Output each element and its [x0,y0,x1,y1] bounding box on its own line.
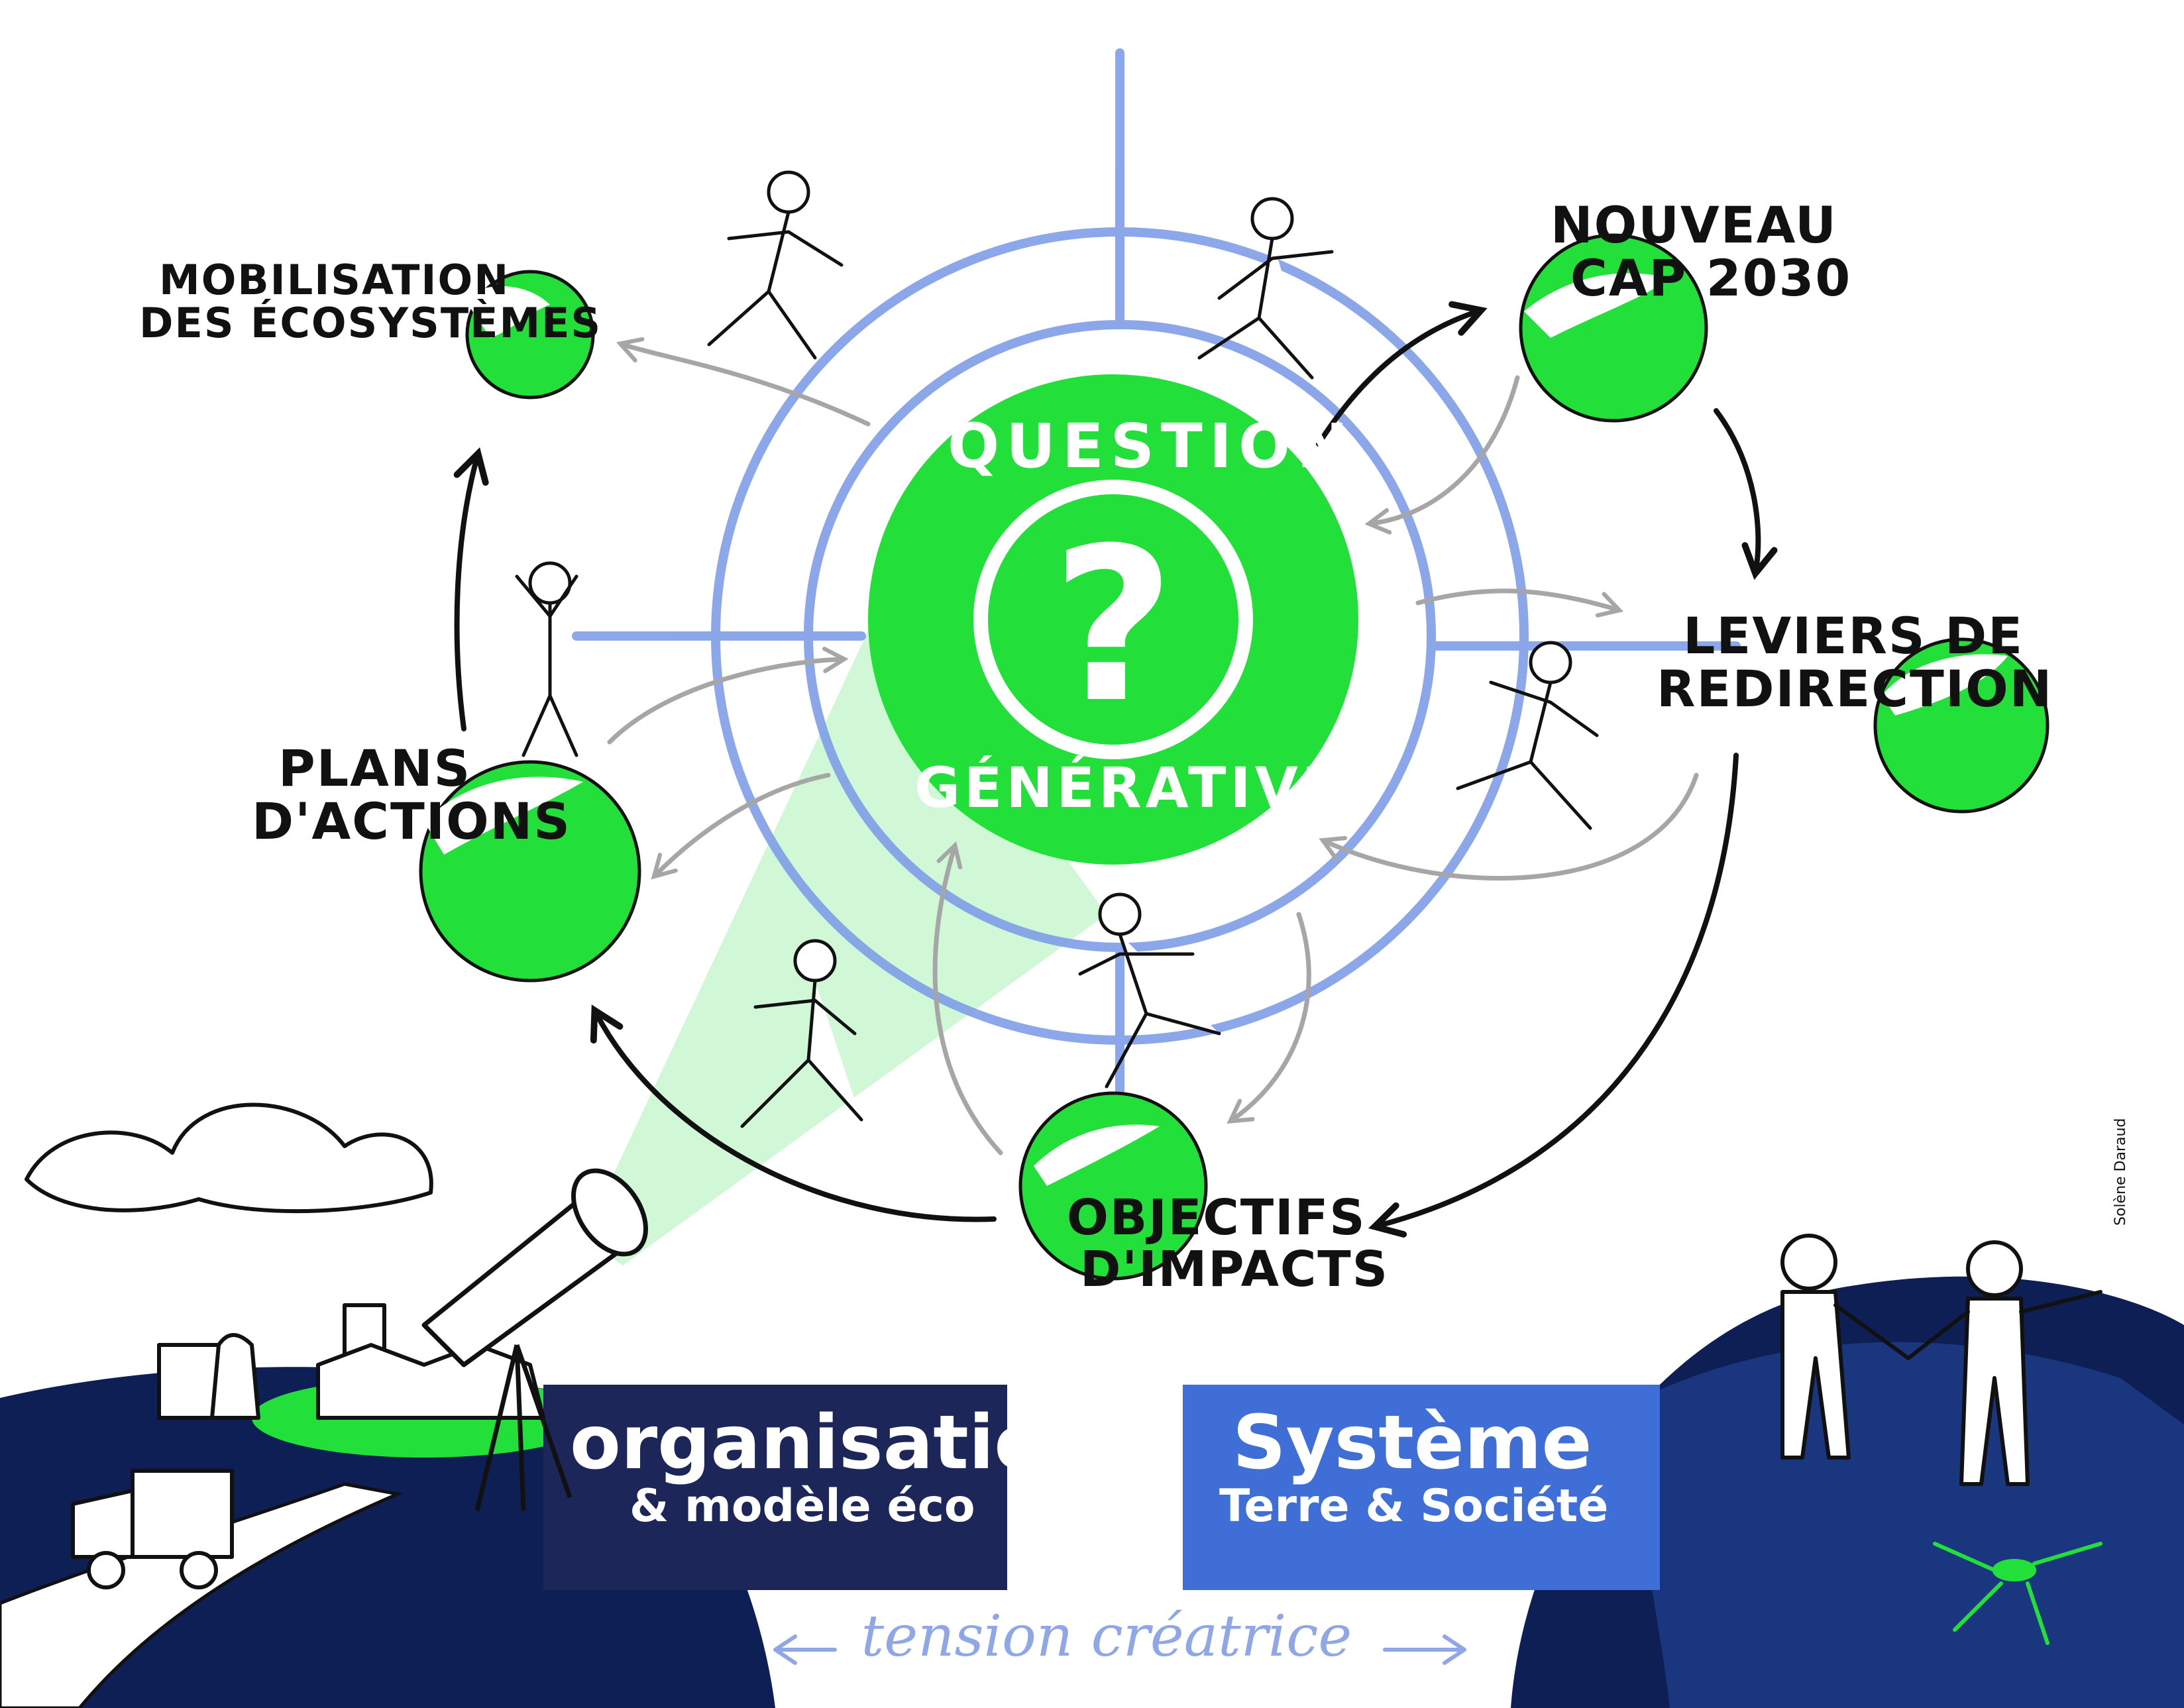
label-mobilisation: MOBILISATION DES ÉCOSYSTÈMES [139,258,602,345]
grey-arrows [607,337,1699,1155]
label-objectifs-line1: OBJECTIFS [1067,1189,1366,1246]
truck-icon [71,1469,234,1589]
label-mobilisation-line2: DES ÉCOSYSTÈMES [139,299,602,348]
label-nouveau-cap-line2: CAP 2030 [1570,248,1852,307]
sphere-objectifs [1018,1091,1208,1281]
label-plans-line2: D'ACTIONS [252,791,572,851]
label-nouveau-cap: NOUVEAU CAP 2030 [1551,199,1851,305]
banner-systeme-subtitle: Terre & Société [1219,1479,1609,1532]
label-nouveau-cap-line1: NOUVEAU [1551,195,1837,254]
earth-arrows [1933,1542,2102,1645]
banner-systeme-title: Système [1232,1400,1592,1486]
label-leviers: LEVIERS DE REDIRECTION [1657,610,2053,716]
earth-right-highlight [1642,1342,2184,1708]
label-plans: PLANS D'ACTIONS [252,742,571,848]
banner-systeme: Système Terre & Société [1219,1400,1650,1532]
banner-organisation-subtitle: & modèle éco [629,1479,975,1532]
running-person-icon [707,170,844,360]
banner-organisation-title: organisation [570,1400,1098,1486]
running-person-icon [1456,641,1599,830]
question-ring [973,480,1253,759]
tension-label: tension créatrice [861,1603,1352,1670]
telescope-icon [421,1168,649,1511]
center-bottom-label: GÉNÉRATIVE [914,755,1344,820]
label-leviers-line1: LEVIERS DE [1683,606,2024,665]
running-person-icon [1078,892,1221,1089]
label-leviers-line2: REDIRECTION [1657,659,2053,718]
banner-organisation: organisation & modèle éco [570,1400,1098,1532]
running-person-icon [740,939,863,1128]
label-mobilisation-line1: MOBILISATION [159,256,510,304]
sphere-highlights [424,273,2008,1186]
banner-organisation-bg [543,1385,1007,1590]
handshake-icon [1780,1234,2102,1486]
tension-arrows [773,1634,1466,1665]
road [0,1482,404,1708]
running-people [515,170,1599,1128]
factory-icon [25,1102,545,1420]
label-plans-line1: PLANS [278,739,472,798]
label-objectifs: OBJECTIFS D'IMPACTS [1067,1189,1390,1298]
question-mark-icon: ? [1052,503,1175,749]
running-person-icon [515,561,578,757]
center-circle [868,374,1358,865]
label-objectifs-line2: D'IMPACTS [1080,1240,1390,1298]
center-top-label: QUESTION [948,411,1355,482]
artist-signature: Solène Daraud [2112,1118,2129,1226]
running-person-icon [1197,197,1334,380]
flow-arrows [453,301,1778,1238]
banner-systeme-bg [1183,1385,1660,1590]
